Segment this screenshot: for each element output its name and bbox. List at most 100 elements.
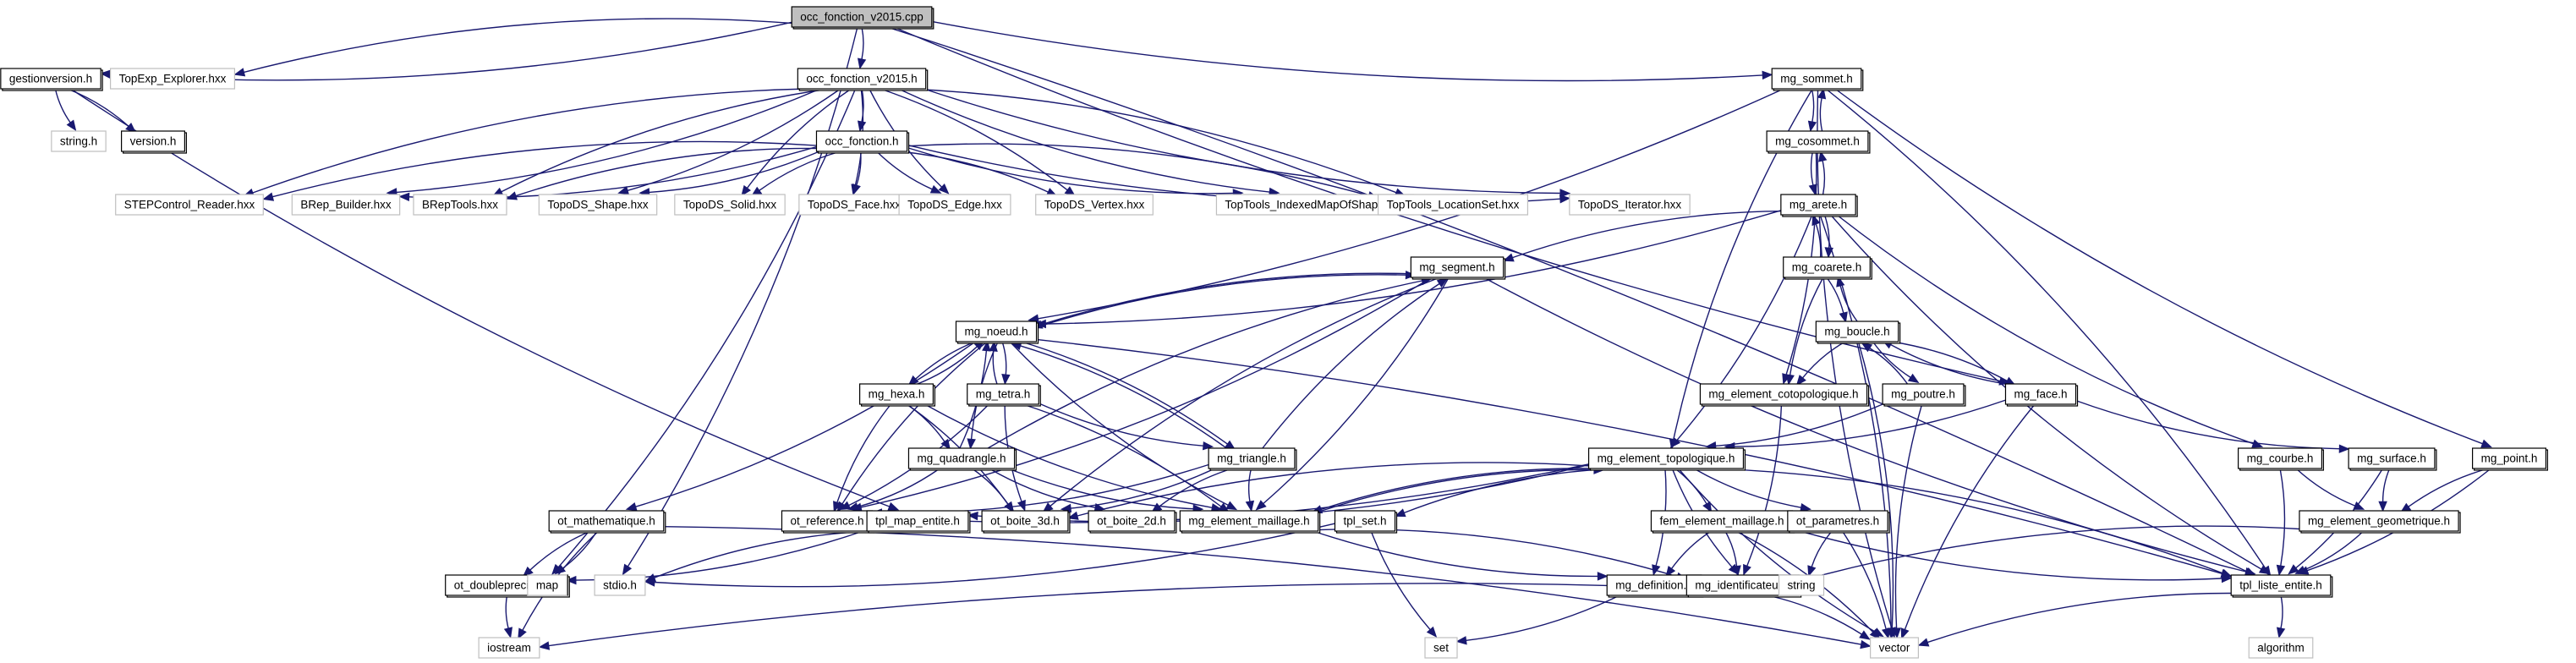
node-mg-element-topologique-h[interactable]: mg_element_topologique.h <box>1587 447 1746 471</box>
arrowhead-icon <box>1394 508 1406 518</box>
edge-line <box>2408 468 2489 507</box>
node-string-h: string.h <box>51 130 107 152</box>
node-occ-fonction-v2015-h[interactable]: occ_fonction_v2015.h <box>797 68 929 91</box>
node-box <box>955 321 1038 342</box>
node-label: ot_mathematique.h <box>557 515 655 528</box>
node-ot-parametres-h[interactable]: ot_parametres.h <box>1787 510 1890 534</box>
node-mg-courbe-h[interactable]: mg_courbe.h <box>2237 447 2325 471</box>
arrowhead-icon <box>66 119 77 131</box>
edge-line <box>1021 341 1228 445</box>
edge-line <box>272 140 817 198</box>
edge-line <box>987 280 1422 449</box>
node-label: BRepTools.hxx <box>422 199 498 211</box>
arrowhead-icon <box>1861 342 1873 353</box>
node-label: mg_noeud.h <box>964 326 1028 338</box>
node-mg-sommet-h[interactable]: mg_sommet.h <box>1771 68 1864 91</box>
node-label: ot_boite_3d.h <box>990 515 1060 528</box>
edge-line <box>857 468 940 508</box>
node-box <box>2004 383 2077 405</box>
node-mg-triangle-h[interactable]: mg_triangle.h <box>1208 447 1297 471</box>
node-ot-mathematique-h[interactable]: ot_mathematique.h <box>548 510 666 534</box>
edge-line <box>861 26 864 60</box>
node-box <box>2299 510 2459 532</box>
node-box <box>1606 574 1702 596</box>
arrowhead-icon <box>2480 439 2492 448</box>
node-tpl-set-h[interactable]: tpl_set.h <box>1334 510 1398 534</box>
edge-line <box>861 88 864 123</box>
node-BRep-Builder-hxx: BRep_Builder.hxx <box>291 194 401 216</box>
node-box <box>548 510 665 532</box>
edge-mg-definition-h-to-set <box>1455 595 1620 645</box>
arrowhead-icon <box>982 340 991 352</box>
arrowhead-icon <box>847 502 859 512</box>
arrowhead-icon <box>2221 573 2233 584</box>
node-mg-noeud-h[interactable]: mg_noeud.h <box>955 321 1039 344</box>
edge-mg-arete-h-to-mg-element-topologique-h <box>1669 214 1813 448</box>
node-mg-segment-h[interactable]: mg_segment.h <box>1410 256 1506 280</box>
node-fem-element-maillage-h[interactable]: fem_element_maillage.h <box>1650 510 1795 534</box>
arrowhead-icon <box>1665 565 1676 578</box>
arrowhead-icon <box>1859 630 1871 640</box>
node-box <box>866 510 969 532</box>
node-label: mg_poutre.h <box>1891 388 1955 401</box>
edge-line <box>841 341 988 505</box>
edge-line <box>971 468 1009 505</box>
edge-tpl-set-h-to-set <box>1370 530 1438 638</box>
node-mg-tetra-h[interactable]: mg_tetra.h <box>967 383 1041 407</box>
edge-line <box>396 88 821 194</box>
edge-line <box>1834 88 2483 445</box>
node-occ-fonction-v2015-cpp: occ_fonction_v2015.cpp <box>791 6 934 30</box>
edge-line <box>1927 592 2232 644</box>
node-mg-surface-h[interactable]: mg_surface.h <box>2348 447 2437 471</box>
node-mg-coarete-h[interactable]: mg_coarete.h <box>1783 256 1872 280</box>
node-gestionversion-h[interactable]: gestionversion.h <box>0 68 103 91</box>
edge-mg-point-h-to-mg-element-geometrique-h <box>2399 468 2489 513</box>
edge-line <box>1247 468 1252 502</box>
node-ot-boite-2d-h[interactable]: ot_boite_2d.h <box>1088 510 1177 534</box>
node-mg-arete-h[interactable]: mg_arete.h <box>1780 194 1858 217</box>
edge-fem-element-maillage-h-to-mg-identificateur-h <box>1724 530 1741 577</box>
node-tpl-map-entite-h[interactable]: tpl_map_entite.h <box>866 510 971 534</box>
edges-layer <box>54 18 2492 650</box>
node-box <box>2472 447 2546 469</box>
node-box <box>1787 510 1888 532</box>
node-mg-face-h[interactable]: mg_face.h <box>2004 383 2079 407</box>
edge-mg-surface-h-to-mg-element-geometrique-h <box>2378 468 2391 512</box>
edge-mg-segment-h-to-ot-boite-3d-h <box>1042 277 1440 513</box>
node-mg-cosommet-h[interactable]: mg_cosommet.h <box>1766 130 1871 154</box>
node-mg-element-cotopologique-h[interactable]: mg_element_cotopologique.h <box>1699 383 1870 407</box>
edge-occ-fonction-v2015-cpp-to-stdio-h <box>622 26 858 576</box>
node-mg-element-geometrique-h[interactable]: mg_element_geometrique.h <box>2299 510 2461 534</box>
node-ot-reference-h[interactable]: ot_reference.h <box>781 510 875 534</box>
node-mg-poutre-h[interactable]: mg_poutre.h <box>1882 383 1966 407</box>
node-box <box>1780 194 1856 216</box>
node-mg-quadrangle-h[interactable]: mg_quadrangle.h <box>907 447 1017 471</box>
node-mg-element-maillage-h[interactable]: mg_element_maillage.h <box>1179 510 1321 534</box>
edge-line <box>1677 468 1876 633</box>
arrowhead-icon <box>1702 501 1713 513</box>
node-occ-fonction-h[interactable]: occ_fonction.h <box>815 130 910 154</box>
node-mg-point-h[interactable]: mg_point.h <box>2472 447 2548 471</box>
node-ot-boite-3d-h[interactable]: ot_boite_3d.h <box>981 510 1071 534</box>
node-mg-hexa-h[interactable]: mg_hexa.h <box>859 383 935 407</box>
edge-line <box>1671 530 1712 569</box>
edge-occ-fonction-h-to-TopoDS-Face-hxx <box>852 151 862 195</box>
node-BRepTools-hxx: BRepTools.hxx <box>413 194 507 216</box>
edge-line <box>907 146 1234 195</box>
arrowhead-icon <box>2288 564 2299 575</box>
node-tpl-liste-entite-h[interactable]: tpl_liste_entite.h <box>2230 574 2333 598</box>
edge-line <box>1822 160 1826 195</box>
node-label: mg_triangle.h <box>1217 452 1286 465</box>
edge-line <box>244 18 792 74</box>
node-label: mg_tetra.h <box>976 388 1031 401</box>
arrowhead-icon <box>967 438 976 450</box>
node-mg-boucle-h[interactable]: mg_boucle.h <box>1815 321 1901 344</box>
edge-mg-poutre-h-to-mg-element-topologique-h <box>1705 403 1883 451</box>
node-version-h[interactable]: version.h <box>121 130 187 154</box>
node-box <box>967 383 1039 405</box>
node-label: occ_fonction_v2015.h <box>806 73 917 85</box>
edge-tpl-set-h-to-stdio-h <box>644 523 1335 588</box>
node-label: mg_coarete.h <box>1792 261 1862 274</box>
